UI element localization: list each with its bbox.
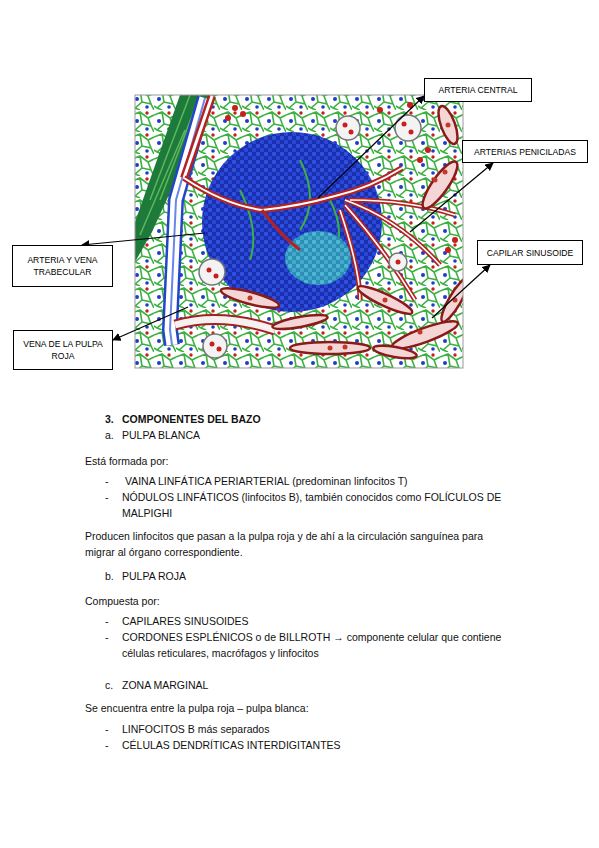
list-marker: - — [105, 629, 109, 645]
body-text: PULPA BLANCA — [122, 427, 200, 443]
callout-content: ARTERIA CENTRAL — [438, 84, 517, 96]
callout-label: ARTERIA CENTRAL — [438, 84, 517, 96]
body-text: CÉLULAS DENDRÍTICAS INTERDIGITANTES — [122, 737, 502, 753]
callout-box: ARTERIA CENTRAL — [424, 78, 532, 102]
list-marker: 3. — [105, 411, 114, 427]
list-marker: b. — [105, 568, 114, 584]
callout-label: ARTERIA Y VENA TRABECULAR — [17, 254, 108, 278]
body-text: NÓDULOS LINFÁTICOS (linfocitos B), tambi… — [122, 489, 502, 521]
list-marker: - — [105, 737, 109, 753]
callout-box: CAPILAR SINUSOIDE — [477, 240, 583, 265]
body-text: CORDONES ESPLÉNICOS o de BILLROTH → comp… — [122, 629, 507, 661]
list-marker: - — [105, 473, 109, 489]
body-text: VAINA LINFÁTICA PERIARTERIAL (predominan… — [122, 473, 502, 489]
body-text: Compuesta por: — [85, 593, 160, 609]
callout-content: VENA DE LA PULPA ROJA — [18, 338, 108, 362]
callout-box: VENA DE LA PULPA ROJA — [13, 330, 113, 370]
body-text: COMPONENTES DEL BAZO — [122, 411, 261, 427]
callout-content: ARTERIA Y VENA TRABECULAR — [17, 254, 108, 278]
list-marker: - — [105, 613, 109, 629]
body-text: Producen linfocitos que pasan a la pulpa… — [85, 528, 505, 560]
body-text: CAPILARES SINUSOIDES — [122, 613, 502, 629]
body-text: Se encuentra entre la pulpa roja – pulpa… — [85, 700, 505, 716]
body-text: Está formada por: — [85, 453, 168, 469]
list-marker: - — [105, 489, 109, 505]
list-marker: - — [105, 721, 109, 737]
callout-box: ARTERIA Y VENA TRABECULAR — [12, 245, 113, 287]
callout-label: CAPILAR SINUSOIDE — [487, 247, 573, 259]
callout-label: ARTERIAS PENICILADAS — [474, 146, 576, 158]
list-marker: c. — [105, 677, 113, 693]
list-marker: a. — [105, 427, 114, 443]
body-text: LINFOCITOS B más separados — [122, 721, 502, 737]
callout-label: VENA DE LA PULPA ROJA — [18, 338, 108, 362]
body-text: ZONA MARGINAL — [122, 677, 208, 693]
callout-content: ARTERIAS PENICILADAS — [474, 146, 576, 158]
body-text: PULPA ROJA — [122, 568, 186, 584]
callout-content: CAPILAR SINUSOIDE — [487, 247, 573, 259]
callout-box: ARTERIAS PENICILADAS — [462, 140, 588, 163]
